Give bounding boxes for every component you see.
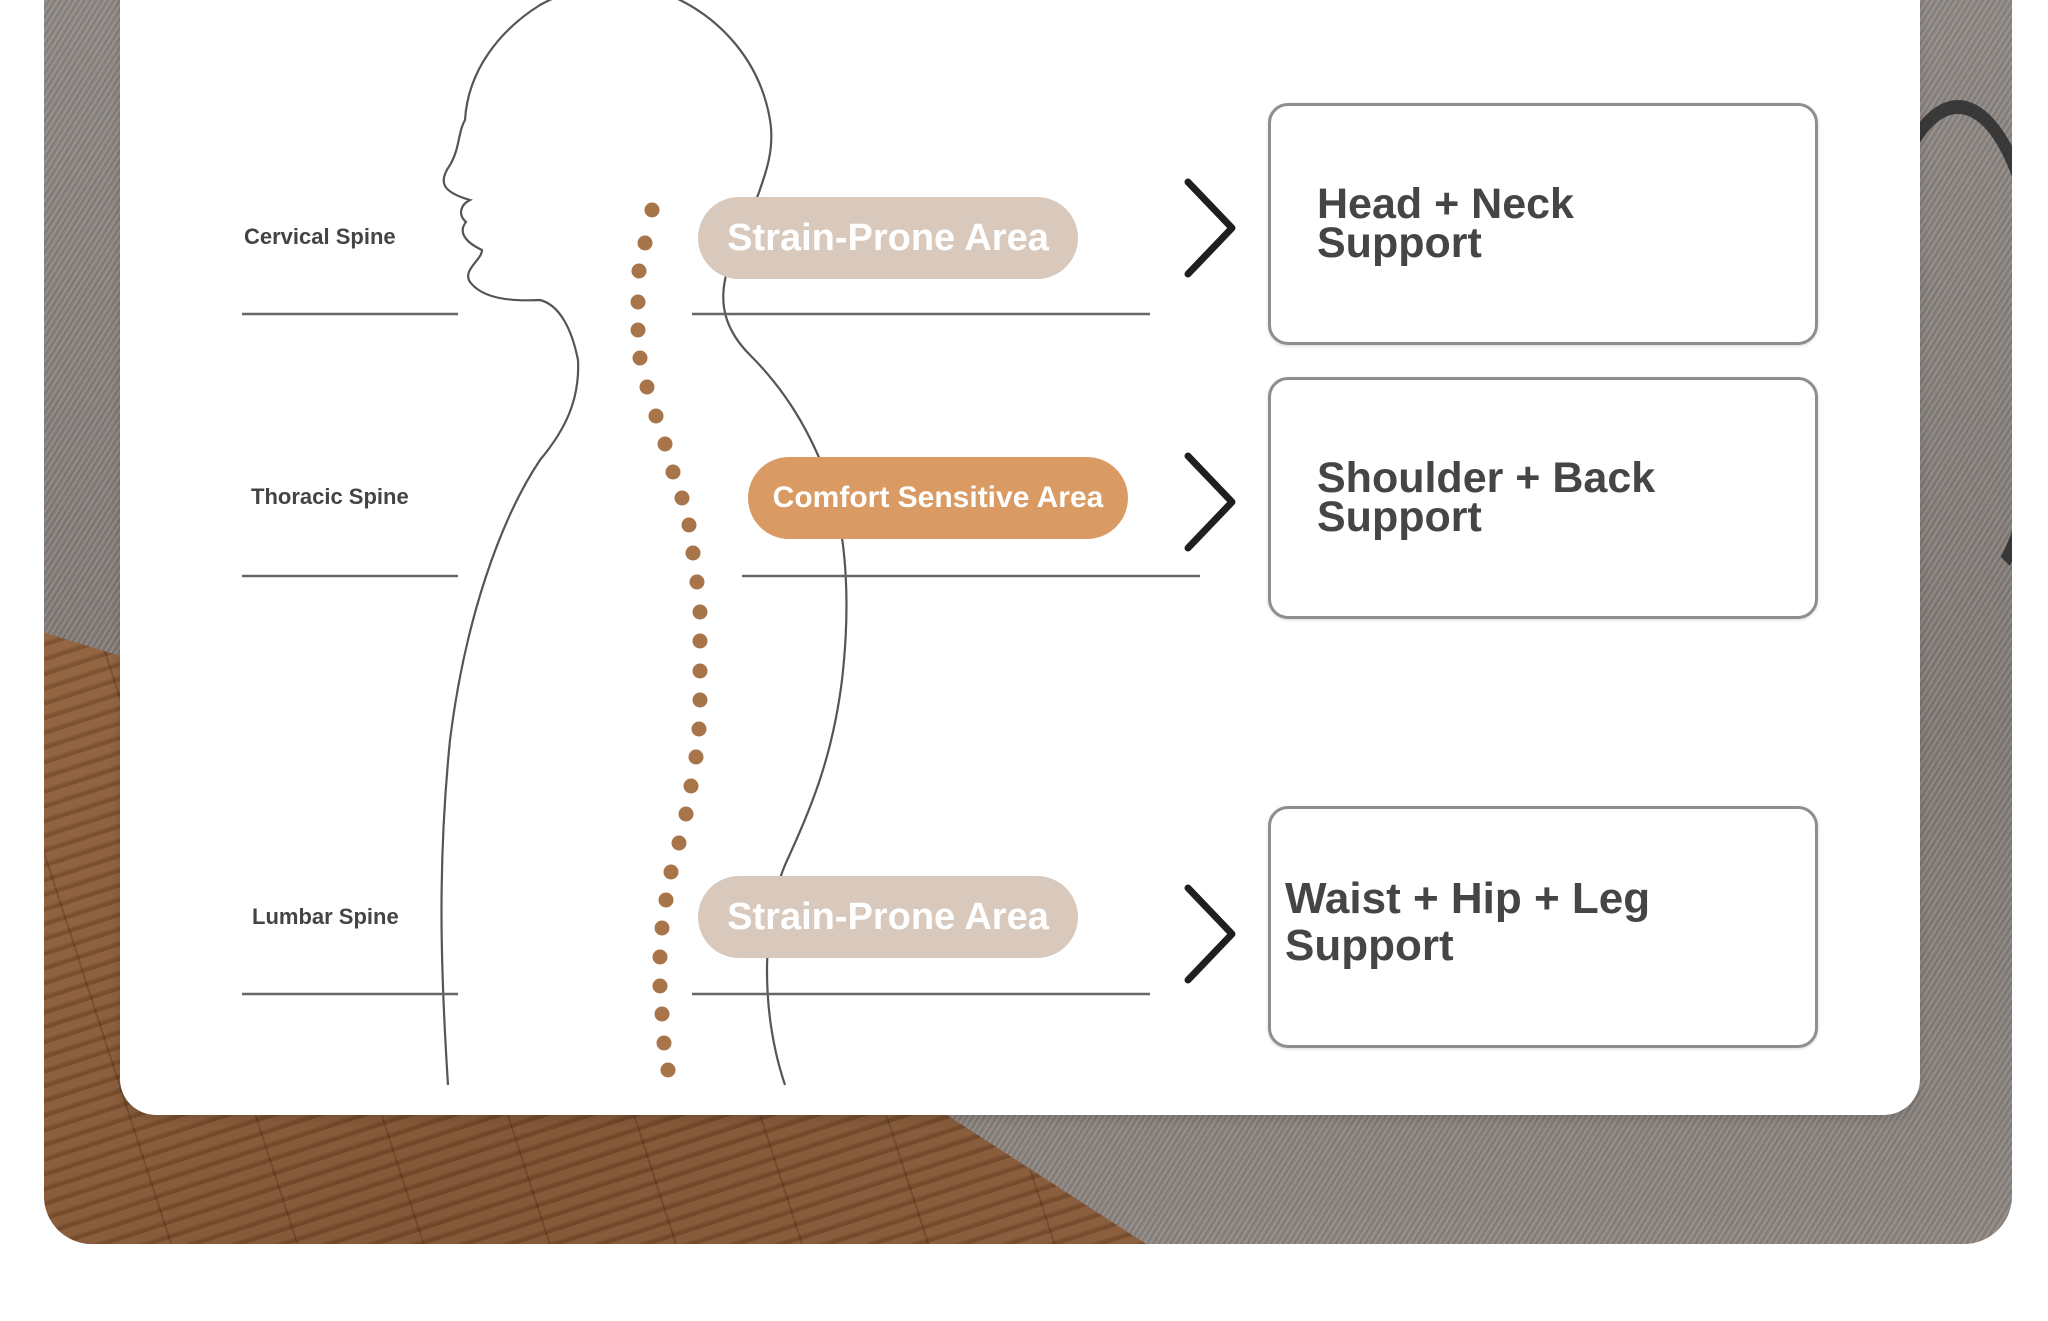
spine-dot bbox=[637, 235, 653, 251]
spine-dot bbox=[657, 436, 673, 452]
chevron-right-icon bbox=[1184, 452, 1236, 552]
chevron-right-icon bbox=[1184, 178, 1236, 278]
spine-dot bbox=[652, 978, 668, 994]
chevron-right-icon bbox=[1184, 884, 1236, 984]
spine-dot bbox=[648, 408, 664, 424]
spine-dot bbox=[630, 294, 646, 310]
spine-dot bbox=[644, 202, 660, 218]
spine-label-lumbar: Lumbar Spine bbox=[252, 904, 399, 929]
spine-dot bbox=[631, 263, 647, 279]
support-title-line1: Head + Neck bbox=[1317, 180, 1574, 228]
support-title-head-neck: Head + Neck Support bbox=[1317, 180, 1574, 267]
spine-dot bbox=[660, 1062, 676, 1078]
spine-dot bbox=[683, 778, 699, 794]
comfort-sensitive-area-pill: Comfort Sensitive Area bbox=[748, 457, 1128, 539]
support-box-head-neck bbox=[1268, 103, 1818, 345]
support-box-shoulder-back bbox=[1268, 377, 1818, 619]
support-box-waist-hip-leg bbox=[1268, 806, 1818, 1048]
spine-dot bbox=[674, 490, 690, 506]
spine-dot bbox=[689, 574, 705, 590]
spine-dot bbox=[685, 545, 701, 561]
strain-prone-area-pill: Strain-Prone Area bbox=[698, 876, 1078, 958]
spine-dot bbox=[681, 517, 697, 533]
support-title-line1: Shoulder + Back bbox=[1317, 454, 1656, 502]
spine-dot bbox=[671, 835, 687, 851]
spine-dot bbox=[692, 692, 708, 708]
spine-dot bbox=[656, 1035, 672, 1051]
support-title-line1: Waist + Hip + Leg bbox=[1285, 874, 1651, 923]
support-title-line2: Support bbox=[1317, 492, 1482, 541]
diagram-card: Cervical Spine Thoracic Spine Lumbar Spi… bbox=[120, 0, 1920, 1115]
spine-dot bbox=[691, 721, 707, 737]
spine-dot bbox=[654, 920, 670, 936]
diagram-graphics bbox=[242, 0, 1236, 1086]
spine-dot bbox=[632, 350, 648, 366]
spine-dot bbox=[652, 949, 668, 965]
spine-dot bbox=[639, 379, 655, 395]
human-silhouette bbox=[440, 0, 848, 1086]
spine-label-thoracic: Thoracic Spine bbox=[251, 484, 409, 509]
spine-dot bbox=[658, 892, 674, 908]
support-title-shoulder-back: Shoulder + Back Support bbox=[1317, 454, 1656, 541]
spine-dot bbox=[692, 604, 708, 620]
spine-dot bbox=[630, 322, 646, 338]
spine-dot bbox=[654, 1006, 670, 1022]
spine-dot bbox=[692, 663, 708, 679]
spine-dot bbox=[665, 464, 681, 480]
spine-label-cervical: Cervical Spine bbox=[244, 224, 396, 249]
support-title-waist-hip-leg: Waist + Hip + Leg Support bbox=[1285, 874, 1651, 970]
support-title-line2: Support bbox=[1317, 218, 1482, 267]
spine-dot bbox=[678, 806, 694, 822]
spine-dot bbox=[692, 633, 708, 649]
strain-prone-area-pill: Strain-Prone Area bbox=[698, 197, 1078, 279]
spine-dot bbox=[663, 864, 679, 880]
spine-dots bbox=[630, 202, 708, 1078]
spine-dot bbox=[688, 749, 704, 765]
support-title-line2: Support bbox=[1285, 920, 1454, 970]
